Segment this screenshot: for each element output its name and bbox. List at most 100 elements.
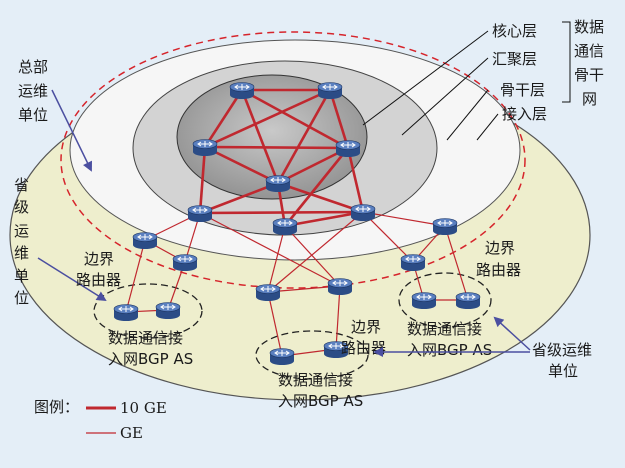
- svg-text:入网BGP AS: 入网BGP AS: [278, 392, 363, 410]
- router-icon: [350, 204, 376, 221]
- link-10ge: [241, 88, 349, 150]
- legend-thin-label: GE: [120, 424, 143, 442]
- link-ge: [267, 291, 283, 357]
- svg-text:运维: 运维: [18, 82, 48, 100]
- router-icon: [335, 140, 361, 157]
- label-hq-unit: 总部 运维 单位: [18, 58, 48, 124]
- label-as-left: 数据通信接 入网BGP AS: [108, 329, 193, 368]
- leader-core: [362, 30, 489, 126]
- label-border-router-right: 边界 路由器: [476, 239, 521, 279]
- link-10ge: [204, 145, 349, 150]
- link-10ge: [328, 89, 350, 149]
- router-icon: [192, 139, 218, 156]
- router-icon: [455, 292, 481, 309]
- link-ge: [444, 225, 469, 301]
- label-border-router-left: 边界 路由器: [76, 250, 121, 289]
- router-icon: [255, 284, 281, 301]
- svg-text:数据通信接: 数据通信接: [108, 329, 183, 347]
- link-10ge: [277, 181, 364, 214]
- router-icon: [113, 304, 139, 321]
- router-icon: [269, 348, 295, 365]
- arrow-prov-right-1: [493, 316, 531, 351]
- legend-thick-label: 10 GE: [120, 399, 167, 417]
- svg-text:省级运维: 省级运维: [532, 341, 592, 359]
- hq-boundary: [60, 31, 526, 289]
- svg-text:数据通信接: 数据通信接: [407, 320, 482, 338]
- layer-bracket: [562, 21, 571, 103]
- link-10ge: [199, 181, 279, 215]
- label-backbone-network: 数据 通信 骨干 网: [574, 18, 604, 108]
- router-icon: [432, 218, 458, 235]
- link-ge: [267, 211, 364, 293]
- as-group-center: [255, 330, 369, 380]
- svg-text:入网BGP AS: 入网BGP AS: [108, 350, 193, 368]
- router-icon: [265, 175, 291, 192]
- link-10ge: [204, 88, 331, 149]
- link-10ge: [276, 89, 332, 184]
- arrow-hq: [51, 89, 92, 172]
- legend: 图例： 10 GE GE: [34, 398, 167, 442]
- link-10ge: [346, 147, 365, 213]
- svg-text:入网BGP AS: 入网BGP AS: [407, 341, 492, 359]
- core-layer: [176, 74, 368, 200]
- svg-text:骨干: 骨干: [574, 66, 604, 84]
- router-icon: [132, 232, 158, 249]
- label-backbone: 骨干层: [500, 81, 545, 99]
- link-ge: [362, 211, 446, 227]
- svg-text:网: 网: [582, 90, 597, 108]
- router-icon: [187, 205, 213, 222]
- link-ge: [199, 212, 341, 287]
- svg-text:维: 维: [14, 244, 29, 262]
- label-core: 核心层: [492, 22, 537, 40]
- svg-text:路由器: 路由器: [476, 261, 521, 279]
- label-as-right: 数据通信接 入网BGP AS: [407, 320, 492, 359]
- svg-text:单位: 单位: [548, 362, 578, 380]
- link-ge: [125, 239, 146, 313]
- svg-text:数据: 数据: [574, 18, 604, 36]
- as-group-left: [93, 283, 203, 339]
- svg-text:单: 单: [14, 267, 29, 285]
- as-group-right: [398, 272, 492, 328]
- svg-text:路由器: 路由器: [341, 339, 386, 357]
- svg-text:数据通信接: 数据通信接: [278, 371, 353, 389]
- router-icon: [400, 254, 426, 271]
- router-layer: [113, 82, 481, 365]
- router-icon: [172, 254, 198, 271]
- arrow-prov-left: [37, 257, 107, 302]
- svg-text:边界: 边界: [485, 239, 515, 257]
- link-10ge: [203, 89, 244, 148]
- router-icon: [155, 302, 181, 319]
- link-10ge: [284, 210, 364, 228]
- svg-text:路由器: 路由器: [76, 271, 121, 289]
- router-icon: [272, 218, 298, 235]
- router-icon: [229, 82, 255, 99]
- leader-backbone: [446, 89, 489, 141]
- svg-text:总部: 总部: [18, 58, 48, 76]
- svg-text:级: 级: [14, 198, 29, 216]
- label-access: 接入层: [502, 105, 547, 123]
- link-10ge: [198, 146, 207, 214]
- leader-aggregation: [401, 57, 489, 136]
- label-aggregation: 汇聚层: [492, 50, 537, 68]
- svg-text:通信: 通信: [574, 42, 604, 60]
- router-icon: [327, 278, 353, 295]
- link-ge: [284, 225, 341, 287]
- svg-text:运: 运: [14, 222, 29, 240]
- label-prov-unit-right: 省级运维 单位: [532, 341, 592, 380]
- link-ge: [335, 285, 341, 350]
- legend-title: 图例：: [34, 398, 79, 416]
- router-icon: [323, 341, 349, 358]
- link-10ge: [240, 89, 280, 184]
- link-10ge: [199, 210, 364, 215]
- svg-text:省: 省: [14, 176, 29, 194]
- router-icon: [411, 292, 437, 309]
- svg-text:边界: 边界: [351, 318, 381, 336]
- label-as-center: 数据通信接 入网BGP AS: [278, 371, 363, 410]
- link-ge: [362, 211, 414, 263]
- link-10ge: [204, 145, 279, 185]
- svg-text:单位: 单位: [18, 106, 48, 124]
- link-ge: [267, 225, 286, 293]
- svg-text:位: 位: [14, 289, 29, 307]
